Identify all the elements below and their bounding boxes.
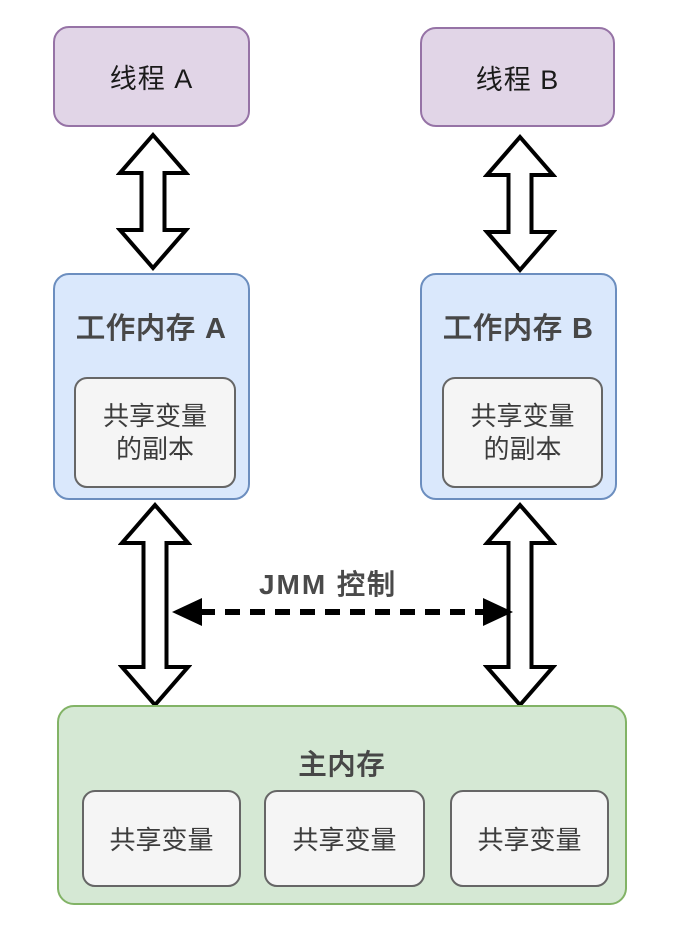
- shared-variable-copy-a-box: 共享变量 的副本: [74, 377, 236, 488]
- thread-b-box: 线程 B: [420, 27, 615, 127]
- main-memory-title: 主内存: [298, 749, 386, 780]
- shared-variable-box-2: 共享变量: [264, 790, 425, 887]
- thread-a-box: 线程 A: [53, 26, 250, 127]
- working-memory-a-title: 工作内存 A: [75, 313, 227, 345]
- shared-variable-label-3: 共享变量: [477, 825, 582, 855]
- working-memory-b-title: 工作内存 B: [442, 313, 594, 345]
- jmm-control-label: JMM 控制: [258, 569, 397, 600]
- thread-b-label: 线程 B: [475, 64, 560, 95]
- shared-variable-copy-b-label: 共享变量 的副本: [470, 400, 575, 464]
- shared-variable-copy-b-box: 共享变量 的副本: [442, 377, 603, 488]
- working-memory-a-box: 工作内存 A 共享变量 的副本: [53, 273, 250, 500]
- shared-variable-box-1: 共享变量: [82, 790, 241, 887]
- working-memory-b-box: 工作内存 B 共享变量 的副本: [420, 273, 617, 500]
- shared-variable-label-2: 共享变量: [292, 825, 397, 855]
- shared-variable-box-3: 共享变量: [450, 790, 609, 887]
- thread-a-working-memory-a-double-arrow-icon: [116, 131, 190, 272]
- thread-b-working-memory-b-double-arrow-icon: [483, 133, 557, 274]
- thread-a-label: 线程 A: [109, 64, 194, 94]
- shared-variable-copy-a-label: 共享变量 的副本: [102, 400, 207, 464]
- shared-variable-label-1: 共享变量: [109, 825, 214, 855]
- main-memory-box: 主内存 共享变量 共享变量 共享变量: [57, 705, 627, 905]
- jmm-control-dashed-double-arrow-icon: [172, 598, 513, 626]
